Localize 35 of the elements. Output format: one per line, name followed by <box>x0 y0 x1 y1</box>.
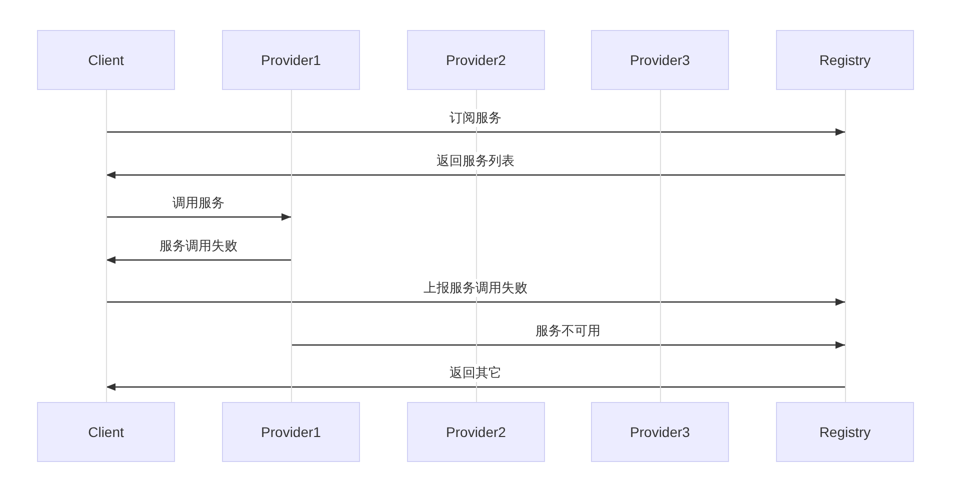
message-label: 调用服务 <box>170 194 226 212</box>
message-arrow <box>106 128 845 136</box>
actor-box <box>776 30 914 90</box>
message-arrow <box>106 213 291 221</box>
message-arrow <box>106 298 845 306</box>
actor-name: Provider1 <box>261 52 321 68</box>
message-label: 上报服务调用失败 <box>422 279 530 297</box>
actor-name: Registry <box>819 424 871 440</box>
actor-box <box>591 402 729 462</box>
actor-name: Client <box>88 424 124 440</box>
lifeline <box>844 90 846 402</box>
actor-box <box>407 30 545 90</box>
actor-name: Provider1 <box>261 424 321 440</box>
message-arrow <box>106 256 291 264</box>
message-label: 返回服务列表 <box>434 152 516 170</box>
message-arrow <box>106 383 845 391</box>
lifeline <box>290 90 292 402</box>
actor-box <box>222 402 360 462</box>
message-arrow <box>291 341 845 349</box>
message-arrow <box>106 171 845 179</box>
actor-name: Registry <box>819 52 871 68</box>
actor-name: Provider3 <box>630 52 690 68</box>
actor-name: Client <box>88 52 124 68</box>
actor-name: Provider2 <box>446 424 506 440</box>
actor-name: Provider2 <box>446 52 506 68</box>
actor-box <box>37 30 175 90</box>
actor-box <box>591 30 729 90</box>
actor-box <box>37 402 175 462</box>
actor-box <box>407 402 545 462</box>
message-label: 服务不可用 <box>534 322 602 340</box>
actor-name: Provider3 <box>630 424 690 440</box>
message-label: 订阅服务 <box>448 109 504 127</box>
message-label: 服务调用失败 <box>158 237 240 255</box>
actor-box <box>222 30 360 90</box>
actor-box <box>776 402 914 462</box>
